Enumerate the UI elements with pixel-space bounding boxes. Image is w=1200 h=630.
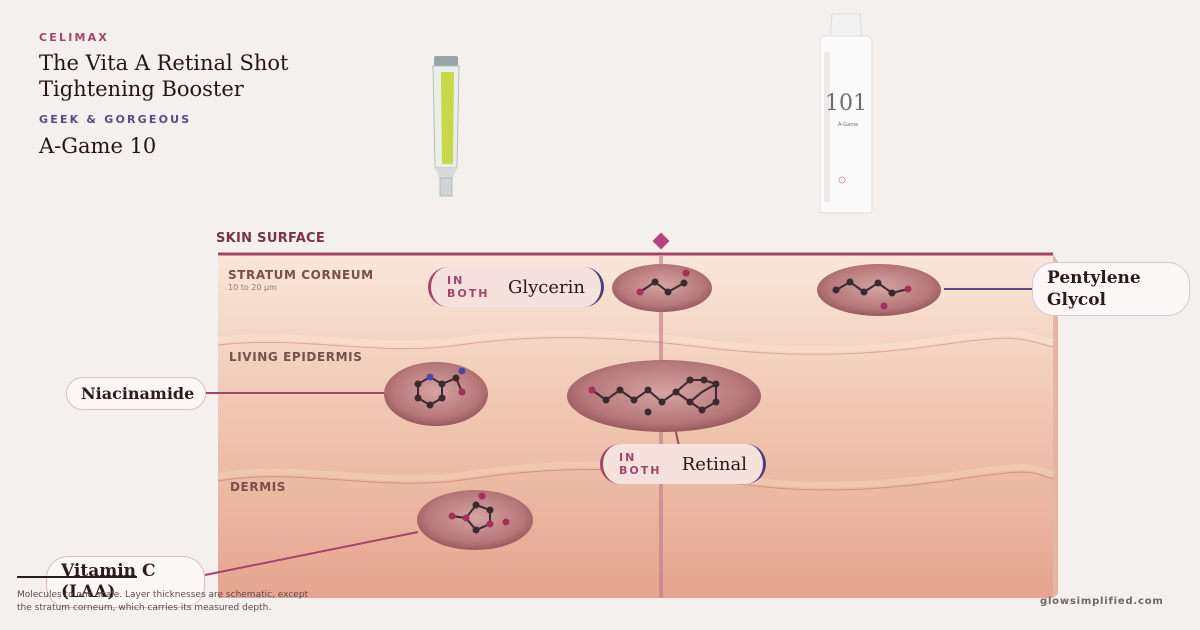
- shared-ingredient-retinal: IN BOTH Retinal: [600, 444, 766, 484]
- stratum-corneum-boundary: [217, 329, 1054, 353]
- retinal-molecule: [567, 360, 761, 432]
- a-game-bottle-image: 101 A-Game: [819, 13, 873, 214]
- in-both-tag: IN BOTH: [619, 451, 662, 477]
- in-both-tag: IN BOTH: [447, 274, 490, 300]
- pentylene-glycol-molecule: [817, 264, 941, 316]
- glycerin-molecule: [612, 264, 712, 312]
- stratum-corneum-depth: 10 to 20 µm: [228, 283, 277, 292]
- skin-surface-label: SKIN SURFACE: [216, 231, 326, 246]
- product-name-celimax: The Vita A Retinal Shot Tightening Boost…: [39, 51, 289, 101]
- shared-ingredient-glycerin: IN BOTH Glycerin: [428, 267, 604, 307]
- ingredient-name: Glycerin: [508, 276, 585, 298]
- svg-text:A-Game: A-Game: [838, 122, 858, 128]
- site-credit: glowsimplified.com: [1040, 596, 1164, 607]
- skin-block-side: [1053, 254, 1058, 598]
- layer-label-living-epidermis: LIVING EPIDERMIS: [229, 350, 363, 364]
- niacinamide-molecule: [384, 362, 488, 426]
- callout-vitamin-c: Vitamin C (LAA): [46, 556, 205, 608]
- celimax-tube-image: [432, 56, 460, 197]
- footnote-rule: [17, 576, 137, 578]
- brand-celimax: CELIMAX: [39, 31, 110, 44]
- brand-geek-gorgeous: GEEK & GORGEOUS: [39, 113, 192, 126]
- callout-pentylene-glycol: Pentylene Glycol: [1032, 262, 1190, 316]
- vitamin-c-molecule: [417, 490, 533, 550]
- layer-label-stratum-corneum: STRATUM CORNEUM: [228, 268, 374, 282]
- callout-niacinamide: Niacinamide: [66, 377, 206, 410]
- surface-marker: [652, 232, 670, 250]
- layer-label-dermis: DERMIS: [230, 480, 287, 494]
- connector-vitamin-c: [204, 531, 419, 576]
- footnote: Molecules to one scale. Layer thicknesse…: [17, 590, 309, 613]
- ingredient-name: Retinal: [681, 453, 747, 475]
- product-name-a-game: A-Game 10: [39, 134, 157, 158]
- svg-text:101: 101: [825, 91, 867, 116]
